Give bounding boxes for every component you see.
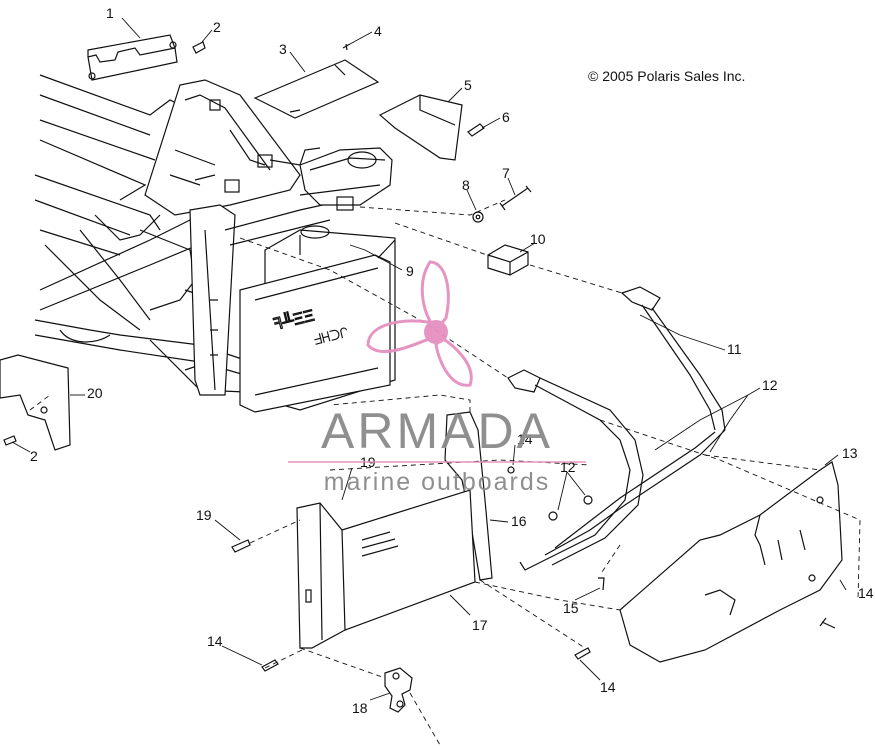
callout-3: 3 bbox=[279, 41, 287, 57]
callout-4: 4 bbox=[374, 23, 382, 39]
mount-block-part-10 bbox=[487, 244, 529, 276]
callout-2-left: 2 bbox=[30, 448, 38, 464]
callout-12-right: 12 bbox=[762, 377, 778, 393]
callout-14-right: 14 bbox=[858, 585, 874, 601]
hinge-part-18 bbox=[384, 667, 413, 713]
callout-1: 1 bbox=[106, 5, 114, 21]
copyright-notice: © 2005 Polaris Sales Inc. bbox=[588, 68, 745, 84]
bumper-part-11 bbox=[507, 286, 726, 571]
skid-plate-part-13 bbox=[619, 461, 843, 663]
screw-part-14-right bbox=[574, 647, 591, 660]
deflector-part-5 bbox=[378, 94, 463, 161]
rivet-part-2 bbox=[192, 41, 206, 54]
callout-14-bottom: 14 bbox=[600, 679, 616, 695]
heat-shield-part-3 bbox=[253, 59, 380, 119]
callout-19-left: 19 bbox=[196, 507, 212, 523]
callout-2-top: 2 bbox=[213, 19, 221, 35]
leader-lines bbox=[11, 17, 847, 701]
screw-part-19 bbox=[231, 539, 251, 553]
assembly-lines bbox=[29, 199, 861, 746]
watermark-logo: ARMADA marine outboards bbox=[288, 260, 586, 496]
callout-12-mid: 12 bbox=[560, 459, 576, 475]
callout-18: 18 bbox=[352, 700, 368, 716]
side-panel-hole bbox=[40, 406, 48, 414]
nut-part-12a bbox=[548, 511, 558, 521]
callout-6: 6 bbox=[502, 109, 510, 125]
callout-10: 10 bbox=[530, 231, 546, 247]
screw-part-2-left bbox=[3, 435, 17, 446]
bolt-part-15 bbox=[598, 577, 605, 591]
bolt-part-7 bbox=[499, 185, 532, 211]
bolt-part-14-far-right bbox=[819, 617, 836, 629]
bracket-part-1 bbox=[87, 34, 178, 81]
chassis-frame bbox=[34, 74, 393, 396]
callout-8: 8 bbox=[462, 177, 470, 193]
shroud-panel-part-17 bbox=[296, 489, 476, 649]
screw-part-4 bbox=[342, 43, 351, 51]
callout-20: 20 bbox=[87, 385, 103, 401]
callout-9: 9 bbox=[406, 263, 414, 279]
watermark-title: ARMADA bbox=[321, 403, 553, 459]
screw-part-14-left bbox=[261, 659, 279, 672]
radiator-assembly: ꟻ╨ΞΞ ᖵᕼᑐᒋ bbox=[239, 225, 396, 413]
callout-7: 7 bbox=[502, 165, 510, 181]
watermark-subtitle: marine outboards bbox=[324, 468, 551, 496]
washer-part-14-mid bbox=[507, 466, 515, 474]
callout-16: 16 bbox=[511, 513, 527, 529]
callout-14-left: 14 bbox=[207, 633, 223, 649]
fastener-part-6 bbox=[467, 123, 485, 137]
propeller-logo-icon bbox=[366, 260, 473, 387]
callout-14-mid: 14 bbox=[517, 431, 533, 447]
callout-5: 5 bbox=[464, 77, 472, 93]
callout-17: 17 bbox=[472, 617, 488, 633]
washer-part-8 bbox=[472, 211, 484, 223]
side-panel bbox=[0, 354, 71, 451]
callout-labels: 1 2 3 4 5 6 7 8 9 10 11 12 12 13 14 14 1… bbox=[30, 5, 874, 716]
nut-part-12b bbox=[583, 495, 593, 505]
callout-11: 11 bbox=[727, 341, 742, 357]
callout-13: 13 bbox=[842, 445, 858, 461]
callout-15: 15 bbox=[563, 600, 579, 616]
